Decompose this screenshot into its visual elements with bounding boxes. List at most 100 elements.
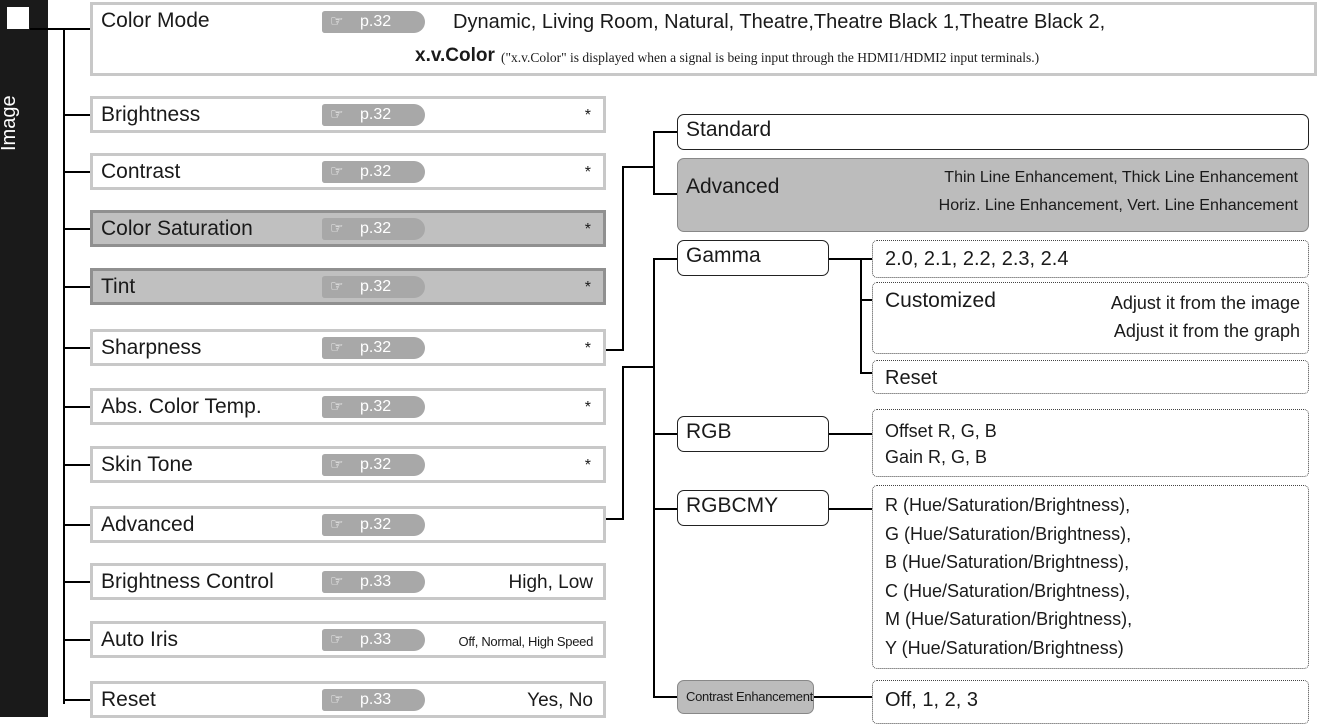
submenu-label: Standard	[686, 118, 772, 141]
connector-sharpness-v	[622, 166, 624, 350]
menu-item[interactable]: Brightness Control ☞p.33 High, Low	[90, 563, 606, 600]
connector-item	[63, 581, 90, 583]
connector-rgbcmy-opts	[829, 508, 872, 510]
gamma-reset[interactable]: Reset	[872, 360, 1309, 394]
page-ref-badge[interactable]: ☞p.33	[322, 571, 425, 593]
submenu-advanced[interactable]: Advanced Thin Line Enhancement, Thick Li…	[677, 158, 1309, 232]
submenu-rgb[interactable]: RGB	[677, 416, 829, 452]
menu-item[interactable]: Color Saturation ☞p.32 *	[90, 210, 606, 247]
pointing-hand-icon: ☞	[330, 456, 344, 473]
menu-item[interactable]: Tint☞p.32*	[90, 268, 606, 305]
option-text: Gain R, G, B	[885, 447, 988, 467]
pointing-hand-icon: ☞	[330, 106, 344, 123]
connector-gamma-v	[860, 258, 862, 374]
menu-item-label: Contrast	[101, 160, 181, 183]
option-text: Off, 1, 2, 3	[885, 689, 979, 711]
asterisk-marker: *	[584, 457, 591, 474]
advanced-option-line: Horiz. Line Enhancement, Vert. Line Enha…	[938, 197, 1298, 214]
page-ref-badge[interactable]: ☞ p.32	[322, 11, 425, 33]
contrast-enhancement-options[interactable]: Off, 1, 2, 3	[872, 680, 1309, 724]
connector-item	[63, 406, 90, 408]
page-ref-text: p.32	[360, 339, 392, 356]
connector-gamma	[653, 258, 677, 260]
menu-item[interactable]: Abs. Color Temp.☞p.32*	[90, 388, 606, 425]
option-text: Adjust it from the graph	[1113, 321, 1300, 341]
option-text: Reset	[885, 367, 938, 389]
connector-customized	[860, 299, 872, 301]
submenu-rgbcmy[interactable]: RGBCMY	[677, 490, 829, 526]
page-ref-badge[interactable]: ☞ p.32	[322, 337, 425, 359]
submenu-label: RGB	[686, 420, 732, 443]
page-ref-text: p.32	[360, 163, 392, 180]
connector-item	[63, 639, 90, 641]
menu-item-value: Yes, No	[527, 690, 593, 711]
connector-item	[63, 464, 90, 466]
connector-advanced-item	[606, 518, 624, 520]
option-text: M (Hue/Saturation/Brightness),	[885, 609, 1133, 629]
main-tree-line	[63, 28, 65, 704]
submenu-label: Contrast Enhancement	[686, 689, 813, 704]
menu-item[interactable]: Sharpness☞p.32*	[90, 329, 606, 366]
pointing-hand-icon: ☞	[330, 339, 344, 356]
option-text: Customized	[885, 289, 996, 312]
rgbcmy-options[interactable]: R (Hue/Saturation/Brightness),G (Hue/Sat…	[872, 485, 1309, 669]
page-ref-text: p.33	[360, 573, 392, 590]
connector-item	[63, 286, 90, 288]
section-tab	[0, 0, 48, 717]
connector-rgbcmy	[653, 508, 677, 510]
menu-item-label: Skin Tone	[101, 453, 193, 476]
section-tab-label: Image	[0, 95, 20, 151]
connector-sharpness	[606, 349, 624, 351]
asterisk-marker: *	[584, 399, 591, 416]
option-text: Adjust it from the image	[1110, 293, 1300, 313]
submenu-label: Advanced	[686, 175, 780, 198]
rgb-options[interactable]: Offset R, G, B Gain R, G, B	[872, 409, 1309, 477]
asterisk-marker: *	[584, 221, 591, 238]
menu-item[interactable]: Skin Tone ☞p.32 *	[90, 446, 606, 483]
connector-color-mode	[30, 28, 90, 30]
page-ref-badge[interactable]: ☞p.32	[322, 396, 425, 418]
page-ref-badge[interactable]: ☞p.33	[322, 629, 425, 651]
connector-item	[63, 524, 90, 526]
asterisk-marker: *	[584, 340, 591, 357]
menu-item-value: High, Low	[508, 572, 594, 593]
submenu-gamma[interactable]: Gamma	[677, 240, 829, 276]
menu-item[interactable]: Brightness☞p.32*	[90, 96, 606, 133]
page-ref-badge[interactable]: ☞p.32	[322, 104, 425, 126]
xv-color-label: x.v.Color	[415, 45, 495, 66]
connector-item	[63, 699, 90, 701]
page-ref-badge[interactable]: ☞p.32	[322, 276, 425, 298]
option-text: R (Hue/Saturation/Brightness),	[885, 495, 1131, 515]
page-ref-badge[interactable]: ☞p.32	[322, 218, 425, 240]
submenu-label: Gamma	[686, 244, 761, 267]
page-ref-badge[interactable]: ☞p.32	[322, 161, 425, 183]
page-ref-badge[interactable]: ☞p.32	[322, 454, 425, 476]
page-ref-badge[interactable]: ☞p.33	[322, 689, 425, 711]
menu-item-value: Off, Normal, High Speed	[458, 634, 594, 649]
menu-item[interactable]: Advanced☞p.32	[90, 506, 606, 543]
menu-item[interactable]: Contrast☞p.32*	[90, 153, 606, 190]
option-text: 2.0, 2.1, 2.2, 2.3, 2.4	[885, 248, 1069, 270]
menu-item-label: Brightness Control	[101, 570, 274, 593]
pointing-hand-icon: ☞	[330, 631, 344, 648]
connector-item	[63, 114, 90, 116]
gamma-customized[interactable]: Customized Adjust it from the image Adju…	[872, 282, 1309, 354]
submenu-contrast-enhancement[interactable]: Contrast Enhancement	[677, 680, 814, 714]
menu-item-color-mode[interactable]: Color Mode ☞ p.32 Dynamic, Living Room, …	[90, 2, 1317, 76]
advanced-option-line: Thin Line Enhancement, Thick Line Enhanc…	[944, 169, 1298, 186]
menu-item-label: Color Mode	[101, 9, 210, 32]
connector-advanced-v	[622, 366, 624, 520]
connector-item	[63, 171, 90, 173]
menu-item-label: Tint	[101, 275, 136, 298]
xv-color-note: ("x.v.Color" is displayed when a signal …	[501, 50, 1040, 65]
connector-advanced-tree	[653, 258, 655, 698]
pointing-hand-icon: ☞	[330, 13, 344, 30]
menu-item-label: Color Saturation	[101, 217, 253, 240]
submenu-standard[interactable]: Standard	[677, 114, 1309, 150]
pointing-hand-icon: ☞	[330, 516, 344, 533]
connector-contrast-enh	[653, 696, 677, 698]
page-ref-badge[interactable]: ☞p.32	[322, 514, 425, 536]
gamma-values[interactable]: 2.0, 2.1, 2.2, 2.3, 2.4	[872, 240, 1309, 278]
